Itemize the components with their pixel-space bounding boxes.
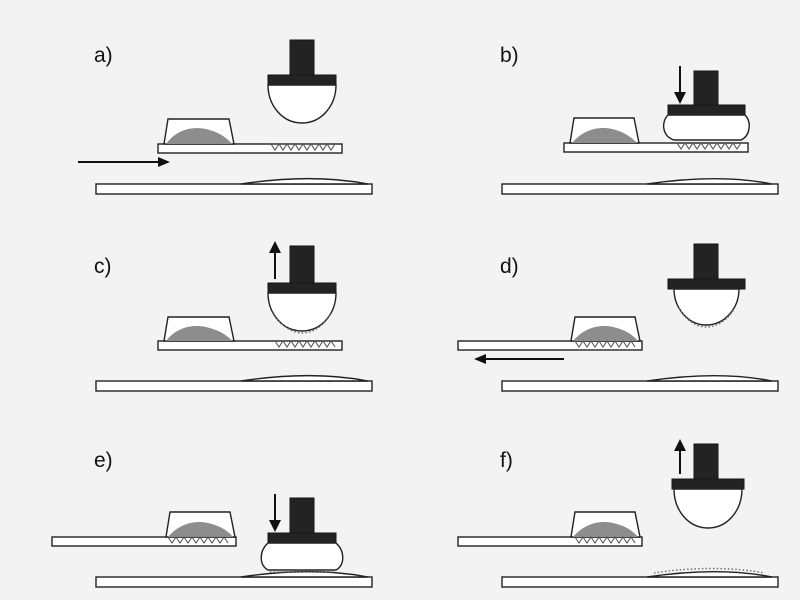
source-stage-e bbox=[51, 511, 237, 547]
stamp-shaft-f bbox=[693, 443, 719, 481]
arrow-left-icon bbox=[474, 354, 486, 364]
material-film-f bbox=[573, 522, 638, 537]
stamp-plate-e bbox=[267, 532, 337, 544]
soft-stamp-d bbox=[673, 288, 740, 326]
arrow-down-e bbox=[269, 494, 281, 532]
stamp-plate-c bbox=[267, 282, 337, 294]
arrow-up-f bbox=[674, 439, 686, 474]
source-slide-f bbox=[457, 536, 643, 547]
arrow-left-d bbox=[474, 354, 564, 364]
arrow-up-icon-f bbox=[674, 439, 686, 451]
microstructure-f bbox=[574, 536, 636, 544]
stamp-d bbox=[667, 243, 746, 328]
panel-e-label: e) bbox=[94, 449, 113, 472]
microstructure-d bbox=[574, 340, 636, 348]
substrate-slide-d bbox=[501, 380, 779, 392]
source-slide-b bbox=[563, 142, 749, 153]
compressed-stamp-b bbox=[662, 114, 750, 141]
soft-stamp-f bbox=[673, 488, 743, 529]
source-slide-d bbox=[457, 340, 643, 351]
arrow-down-icon bbox=[674, 92, 686, 104]
panel-c-label: c) bbox=[94, 255, 112, 278]
substrate-bump-e bbox=[240, 571, 369, 578]
material-film-e bbox=[168, 522, 233, 537]
arrow-down-icon-e bbox=[269, 520, 281, 532]
arrow-up-icon bbox=[269, 241, 281, 253]
compressed-stamp-e bbox=[260, 542, 344, 571]
substrate-e bbox=[95, 571, 373, 588]
panel-e: e) bbox=[51, 449, 373, 588]
source-slide-a bbox=[157, 143, 343, 154]
stamp-shaft-b bbox=[693, 70, 719, 107]
substrate-bump-b bbox=[646, 178, 773, 185]
microstructure-a bbox=[270, 143, 336, 151]
microstructure-b bbox=[676, 142, 742, 150]
stamp-plate-b bbox=[667, 104, 746, 116]
stamp-b bbox=[662, 70, 750, 141]
substrate-bump-d bbox=[646, 375, 773, 382]
picked-material-c bbox=[272, 311, 332, 334]
substrate-b bbox=[501, 178, 779, 195]
substrate-slide-b bbox=[501, 183, 779, 195]
stamp-shaft-c bbox=[289, 245, 315, 285]
microstructure-c bbox=[274, 340, 336, 348]
material-film-c bbox=[166, 326, 232, 341]
arrow-right-a bbox=[78, 157, 170, 167]
panel-c: c) bbox=[94, 241, 373, 392]
substrate-slide-c bbox=[95, 380, 373, 392]
soft-stamp-a bbox=[267, 84, 337, 124]
stamp-shaft-d bbox=[693, 243, 719, 281]
panel-d: d) bbox=[457, 243, 779, 392]
stamp-plate-a bbox=[267, 74, 337, 86]
soft-stamp-c bbox=[267, 292, 337, 332]
stamp-e bbox=[260, 497, 344, 571]
source-slide-e bbox=[51, 536, 237, 547]
stamp-a bbox=[267, 39, 337, 124]
substrate-f bbox=[501, 567, 779, 588]
material-film-a bbox=[166, 128, 232, 144]
panel-a: a) bbox=[78, 39, 373, 195]
source-stage-f bbox=[457, 511, 643, 547]
substrate-a bbox=[95, 178, 373, 195]
panel-d-label: d) bbox=[500, 255, 519, 278]
panel-f: f) bbox=[457, 439, 779, 588]
substrate-slide-e bbox=[95, 576, 373, 588]
source-stage-c bbox=[157, 316, 343, 351]
source-stage-d bbox=[457, 316, 643, 351]
stamp-shaft-e bbox=[289, 497, 315, 535]
stamp-shaft-a bbox=[289, 39, 315, 77]
stamp-f bbox=[671, 443, 745, 529]
panel-a-label: a) bbox=[94, 44, 113, 67]
source-stage-a bbox=[157, 118, 343, 154]
transferred-material-f bbox=[653, 567, 765, 574]
stamp-plate-d bbox=[667, 278, 746, 290]
substrate-bump-f bbox=[646, 571, 773, 578]
material-film-b bbox=[572, 128, 637, 143]
panel-b: b) bbox=[500, 44, 779, 195]
substrate-slide-a bbox=[95, 183, 373, 195]
substrate-bump-a bbox=[240, 178, 369, 185]
arrow-right-icon bbox=[158, 157, 170, 167]
substrate-slide-f bbox=[501, 576, 779, 588]
picked-material-d bbox=[678, 307, 735, 328]
arrow-up-c bbox=[269, 241, 281, 279]
material-film-d bbox=[573, 326, 638, 341]
stamp-c bbox=[267, 245, 337, 334]
arrow-down-b bbox=[674, 66, 686, 104]
source-slide-c bbox=[157, 340, 343, 351]
microstructure-e bbox=[167, 536, 229, 544]
substrate-bump-c bbox=[240, 375, 369, 382]
panel-b-label: b) bbox=[500, 44, 519, 67]
substrate-d bbox=[501, 375, 779, 392]
stamp-plate-f bbox=[671, 478, 745, 490]
substrate-c bbox=[95, 375, 373, 392]
panel-f-label: f) bbox=[500, 449, 513, 472]
source-stage-b bbox=[563, 117, 749, 153]
